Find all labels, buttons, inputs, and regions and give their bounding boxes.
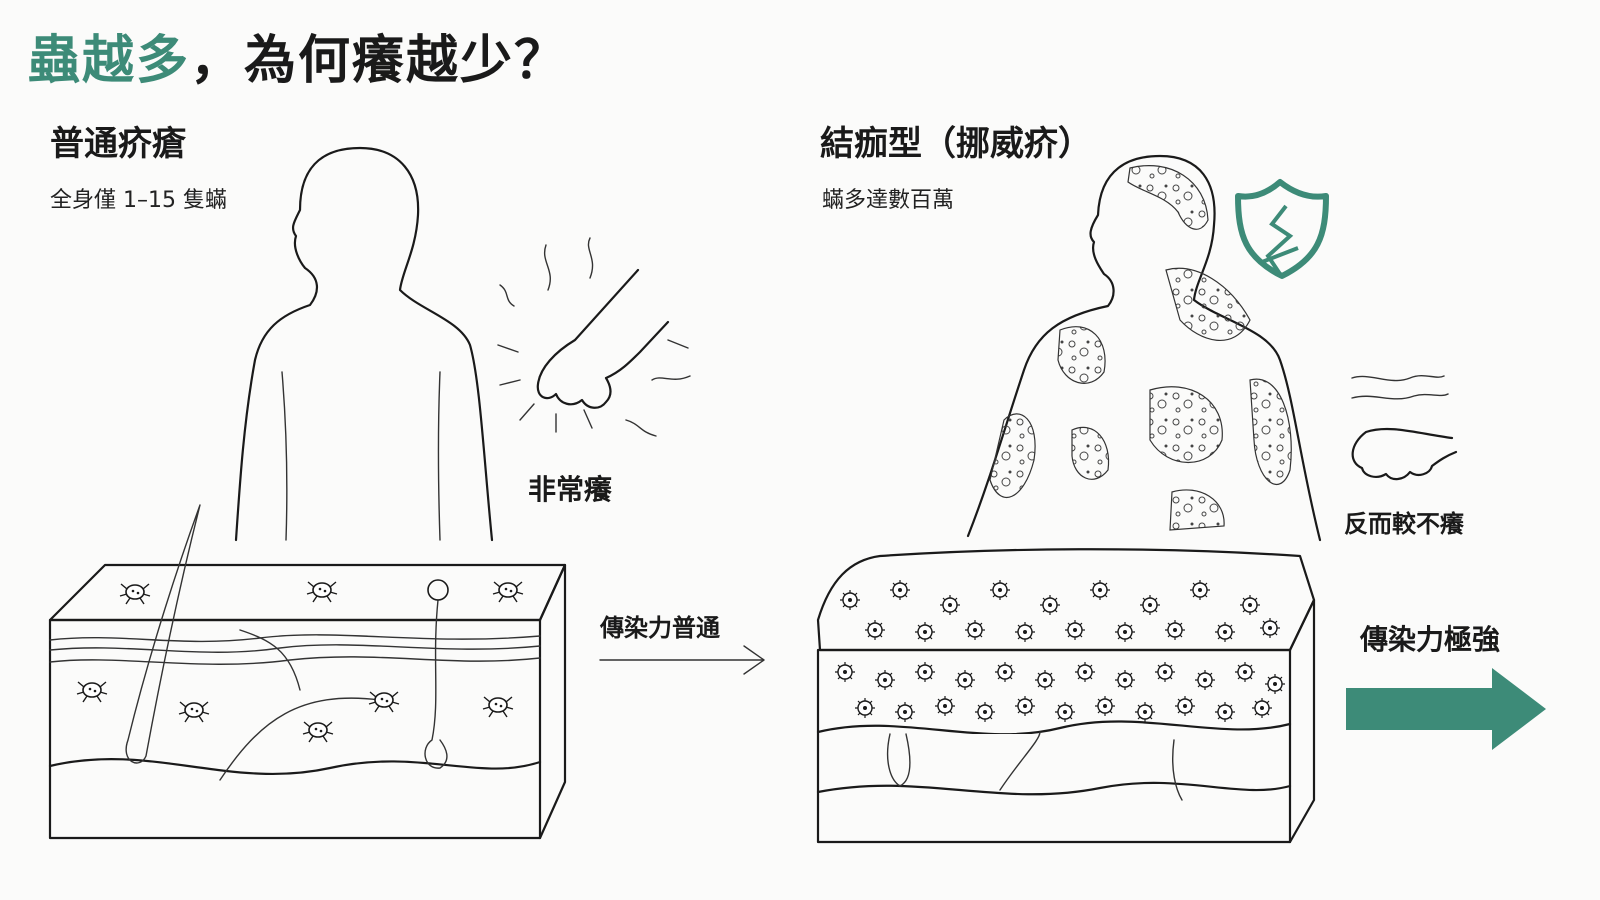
title-rest: ，為何癢越少？ [190,31,569,91]
right-skin-block [816,548,1316,844]
big-arrow-right-icon [1346,668,1546,750]
shield-broken-icon [1235,179,1329,279]
left-skin-block [48,504,567,840]
right-transmission-label: 傳染力極強 [1360,623,1501,656]
right-heading: 結痂型（挪威疥） [820,124,1092,164]
title-accent: 蟲越多 [28,31,191,91]
left-subtitle: 全身僅 1–15 隻蟎 [50,188,227,213]
right-subtitle: 蟎多達數百萬 [822,188,955,213]
arrow-right-icon [599,645,765,675]
right-body-outline [966,154,1322,542]
right-itch-label: 反而較不癢 [1344,510,1464,538]
left-itch-label: 非常癢 [528,473,613,506]
left-heading: 普通疥瘡 [50,124,186,164]
relaxed-hand-icon [1351,375,1458,481]
scratching-hand-icon [497,237,691,437]
left-body-outline [234,146,494,542]
left-transmission-label: 傳染力普通 [600,614,720,642]
page-title: 蟲越多，為何癢越少？ [28,18,568,93]
